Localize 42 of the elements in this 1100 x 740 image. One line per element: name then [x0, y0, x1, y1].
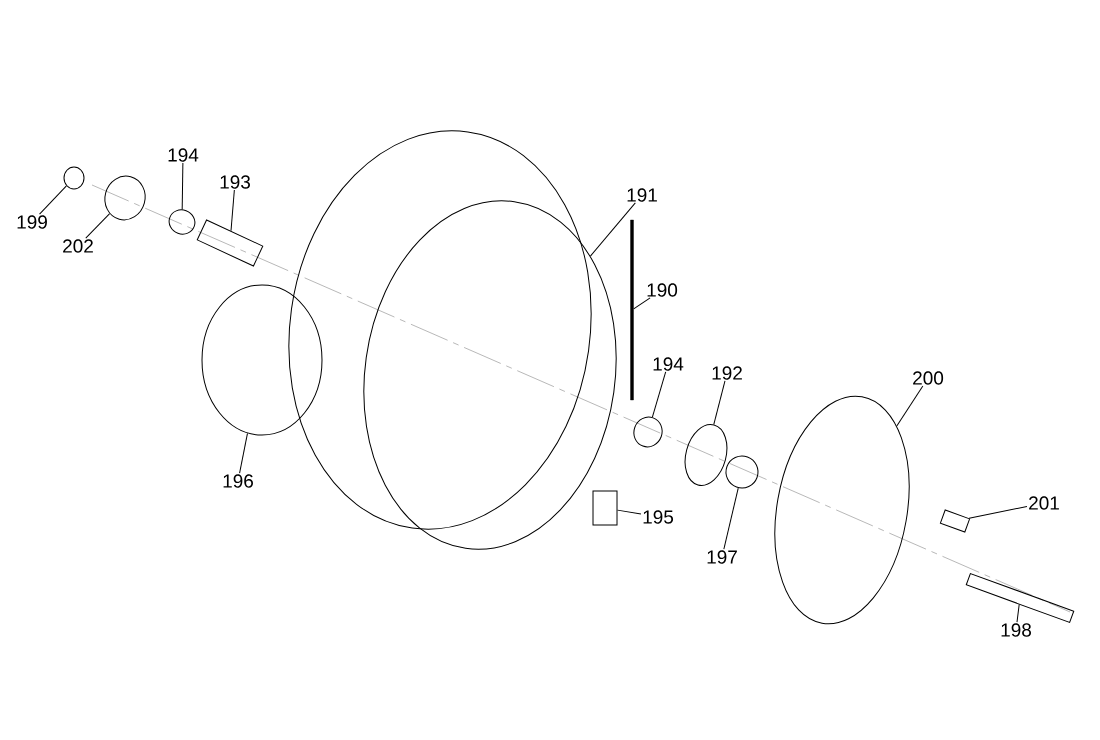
callout-number: 201: [1027, 495, 1061, 511]
callout-number: 197: [705, 549, 739, 565]
bracket-line: [630, 219, 634, 401]
collar-drawing: [104, 175, 146, 221]
leader-line: [723, 487, 739, 550]
oil-seal-drawing: [684, 424, 728, 486]
spacer-tube-drawing: [196, 219, 264, 267]
leader-line: [85, 213, 111, 239]
leader-line: [968, 505, 1028, 519]
callout-number: 198: [999, 622, 1033, 638]
leader-line: [633, 297, 651, 310]
screw-drawing: [939, 509, 971, 533]
nut-drawing: [63, 166, 85, 190]
leader-line: [181, 162, 184, 210]
leader-line: [896, 385, 924, 427]
callout-number: 192: [710, 365, 744, 381]
spacer-drawing: [725, 455, 759, 489]
callout-number: 196: [221, 473, 255, 489]
bearing-drawing: [168, 209, 196, 235]
leader-line: [239, 432, 248, 474]
leader-line: [617, 509, 642, 515]
bearing-drawing: [633, 416, 663, 448]
leader-line: [589, 202, 636, 257]
valve-drawing: [592, 490, 618, 526]
brake-disc-drawing: [774, 395, 910, 625]
wheel-rim-drawing: [363, 200, 617, 550]
callout-number: 195: [641, 509, 675, 525]
leader-line: [651, 371, 667, 418]
callout-number: 191: [625, 187, 659, 203]
callout-number: 194: [651, 356, 685, 372]
axle-bolt-drawing: [965, 573, 1075, 623]
callout-number: 194: [166, 147, 200, 163]
leader-line: [1016, 604, 1020, 623]
leader-line: [230, 189, 235, 232]
callout-number: 199: [15, 214, 49, 230]
leader-line: [39, 185, 67, 215]
callout-number: 202: [61, 238, 95, 254]
inner-tube-drawing: [201, 284, 323, 436]
callout-number: 190: [645, 282, 679, 298]
callout-number: 193: [218, 174, 252, 190]
callout-number: 200: [911, 370, 945, 386]
leader-line: [713, 380, 726, 425]
